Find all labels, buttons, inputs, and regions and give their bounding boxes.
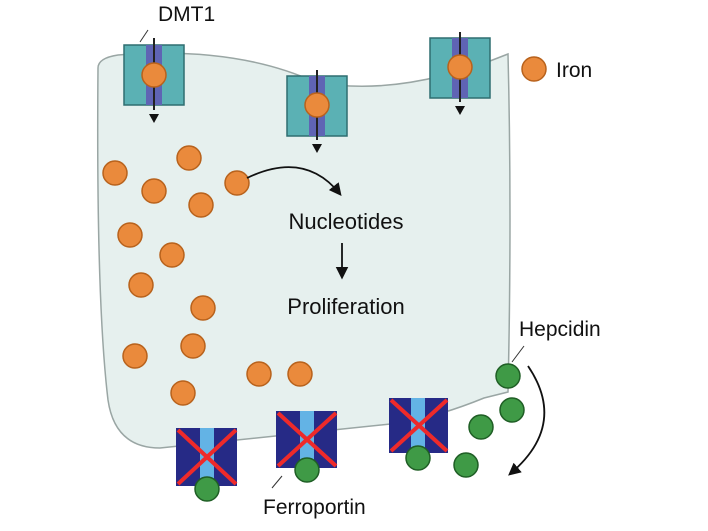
dmt1-transporter-3 xyxy=(429,32,491,115)
iron-particle-icon xyxy=(287,361,313,387)
ferroportin-leader-line xyxy=(271,475,283,489)
iron-legend-label: Iron xyxy=(556,59,592,82)
hepcidin-particle-icon xyxy=(294,457,320,483)
ferroportin-transporter-1 xyxy=(176,428,238,502)
iron-to-nucleotides-arrow xyxy=(246,166,342,196)
hepcidin-particle-icon xyxy=(453,452,479,478)
hepcidin-particle-icon xyxy=(499,397,525,423)
free-hepcidin xyxy=(453,363,525,478)
dmt1-transporter-2 xyxy=(286,70,348,153)
ferroportin-label: Ferroportin xyxy=(263,496,366,519)
ferroportin-transporter-3 xyxy=(389,398,449,471)
iron-particle-icon xyxy=(159,242,185,268)
iron-legend-icon xyxy=(521,56,547,82)
iron-particle-icon xyxy=(141,62,167,88)
hepcidin-arrow xyxy=(508,365,546,476)
iron-particle-icon xyxy=(170,380,196,406)
dmt1-label: DMT1 xyxy=(158,3,215,26)
iron-particle-icon xyxy=(447,54,473,80)
proliferation-label: Proliferation xyxy=(287,294,404,319)
intracellular-iron xyxy=(102,145,313,406)
iron-particle-icon xyxy=(128,272,154,298)
iron-particle-icon xyxy=(102,160,128,186)
iron-particle-icon xyxy=(141,178,167,204)
hepcidin-particle-icon xyxy=(495,363,521,389)
iron-particle-icon xyxy=(190,295,216,321)
iron-particle-icon xyxy=(117,222,143,248)
hepcidin-label: Hepcidin xyxy=(519,318,601,341)
iron-particle-icon xyxy=(188,192,214,218)
iron-particle-icon xyxy=(180,333,206,359)
nucleotides-label: Nucleotides xyxy=(289,209,404,234)
hepcidin-leader-line xyxy=(511,345,525,363)
iron-particle-icon xyxy=(176,145,202,171)
dmt1-transporter-1 xyxy=(123,38,185,123)
iron-particle-icon xyxy=(246,361,272,387)
hepcidin-particle-icon xyxy=(194,476,220,502)
dmt1-leader-line xyxy=(139,29,149,43)
hepcidin-particle-icon xyxy=(405,445,431,471)
ferroportin-transporter-2 xyxy=(276,411,338,483)
iron-particle-icon xyxy=(224,170,250,196)
iron-particle-icon xyxy=(122,343,148,369)
hepcidin-particle-icon xyxy=(468,414,494,440)
iron-particle-icon xyxy=(304,92,330,118)
